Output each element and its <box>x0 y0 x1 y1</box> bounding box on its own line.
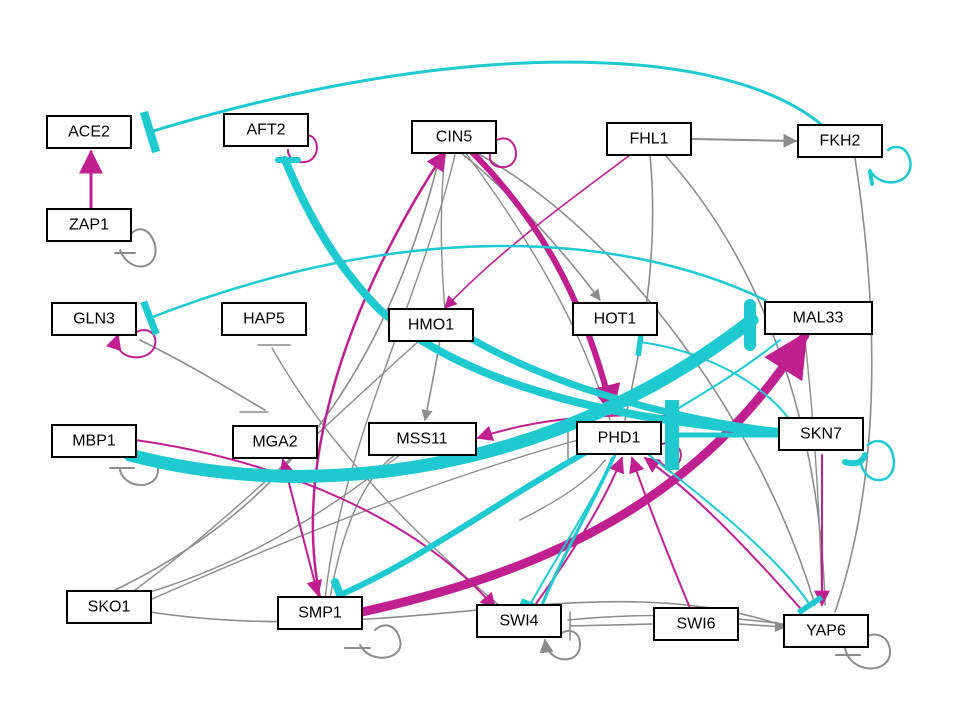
edge-phd1-smp1 <box>337 447 593 598</box>
node-sko1[interactable]: SKO1 <box>66 590 152 624</box>
node-label-mbp1: MBP1 <box>72 433 116 450</box>
selfloop-yap6 <box>844 633 892 670</box>
node-label-mss11: MSS11 <box>396 431 447 448</box>
node-label-phd1: PHD1 <box>598 430 641 447</box>
edge-hmo1-skn7 <box>466 334 784 436</box>
edge-swi6-yap6 <box>737 620 787 632</box>
selfloop-fkh2-bar <box>868 170 874 186</box>
selfloop-fkh2 <box>868 145 912 184</box>
node-ace2[interactable]: ACE2 <box>46 115 132 149</box>
node-swi4[interactable]: SWI4 <box>476 604 562 638</box>
edge-swi4-phd1-teal <box>529 457 613 606</box>
selfloop-phd1 <box>659 442 682 468</box>
selfloop-swi4 <box>539 629 582 661</box>
node-label-hap5: HAP5 <box>243 311 285 328</box>
node-hap5[interactable]: HAP5 <box>221 302 307 336</box>
edge-mal33-yap6 <box>804 339 823 601</box>
node-label-hmo1: HMO1 <box>408 317 454 334</box>
node-label-sko1: SKO1 <box>88 599 131 616</box>
edges-layer <box>79 60 912 670</box>
edge-swi6-phd1 <box>629 456 691 609</box>
edge-yap6-phd1 <box>643 457 801 609</box>
node-hot1[interactable]: HOT1 <box>572 302 658 336</box>
node-mss11[interactable]: MSS11 <box>368 422 477 456</box>
edge-skn7-hot1 <box>635 327 791 421</box>
edge-sko1-phd1 <box>149 439 579 601</box>
node-label-yap6: YAP6 <box>806 623 846 640</box>
edge-cin5-hot1 <box>459 151 601 301</box>
node-label-smp1: SMP1 <box>298 605 342 622</box>
edge-mal33-gln3 <box>140 244 767 336</box>
edge-cin5-phd1 <box>467 147 621 415</box>
edge-smp1-cin5-gray <box>324 154 456 601</box>
node-fkh2[interactable]: FKH2 <box>797 124 883 158</box>
node-smp1[interactable]: SMP1 <box>277 596 363 630</box>
selfloop-smp1 <box>359 624 402 659</box>
node-label-fhl1: FHL1 <box>629 131 668 148</box>
node-label-hot1: HOT1 <box>594 311 637 328</box>
edge-hmo1-cin5 <box>440 154 446 311</box>
node-hmo1[interactable]: HMO1 <box>388 308 474 342</box>
node-zap1[interactable]: ZAP1 <box>46 208 132 242</box>
node-swi6[interactable]: SWI6 <box>653 607 739 641</box>
edge-mbp1-swi4 <box>134 439 497 610</box>
node-phd1[interactable]: PHD1 <box>576 421 662 455</box>
edge-swi4-phd1 <box>534 456 625 606</box>
node-mal33[interactable]: MAL33 <box>764 301 873 335</box>
node-label-skn7: SKN7 <box>800 426 842 443</box>
node-label-swi6: SWI6 <box>676 616 715 633</box>
edge-fhl1-phd1 <box>624 154 654 421</box>
node-yap6[interactable]: YAP6 <box>783 614 869 648</box>
edge-swi6-swi4 <box>569 623 653 627</box>
node-label-swi4: SWI4 <box>499 613 538 630</box>
nodes-layer: ACE2 ZAP1 AFT2 CIN5 FHL1 FKH2 GLN3 HAP5 <box>46 113 883 648</box>
node-label-ace2: ACE2 <box>68 124 110 141</box>
node-cin5[interactable]: CIN5 <box>411 120 497 154</box>
edge-fkh2-ace2 <box>139 60 824 154</box>
node-label-mal33: MAL33 <box>793 310 844 327</box>
edge-phd1-swi4 <box>518 453 617 622</box>
edge-cin5-yap6 <box>474 151 816 606</box>
edge-smp1-mal33 <box>357 330 810 617</box>
node-label-fkh2: FKH2 <box>820 133 861 150</box>
node-mga2[interactable]: MGA2 <box>232 425 318 459</box>
edge-smp1-cin5 <box>311 150 447 600</box>
edge-phd1-yap6-teal <box>644 451 824 616</box>
edge-fhl1-fkh2 <box>691 133 798 148</box>
node-gln3[interactable]: GLN3 <box>51 302 137 336</box>
node-skn7[interactable]: SKN7 <box>778 417 864 451</box>
edge-hot1-phd1 <box>519 459 606 521</box>
node-label-mga2: MGA2 <box>252 434 297 451</box>
selfloop-skn7-bar <box>842 452 868 467</box>
edge-fkh2-yap6 <box>834 157 873 613</box>
selfloop-skn7 <box>858 439 896 482</box>
selfloop-zap1 <box>119 228 157 268</box>
node-label-cin5: CIN5 <box>436 129 473 146</box>
node-label-gln3: GLN3 <box>73 311 115 328</box>
selfloop-cin5 <box>488 137 517 169</box>
node-aft2[interactable]: AFT2 <box>223 113 309 147</box>
edge-gln3-mga2 <box>139 339 266 411</box>
edge-mal33-phd1 <box>659 339 781 421</box>
edge-mbp1-mal33 <box>123 313 759 483</box>
node-label-zap1: ZAP1 <box>69 217 109 234</box>
node-label-aft2: AFT2 <box>246 122 285 139</box>
node-mbp1[interactable]: MBP1 <box>51 424 137 458</box>
node-fhl1[interactable]: FHL1 <box>606 122 692 156</box>
